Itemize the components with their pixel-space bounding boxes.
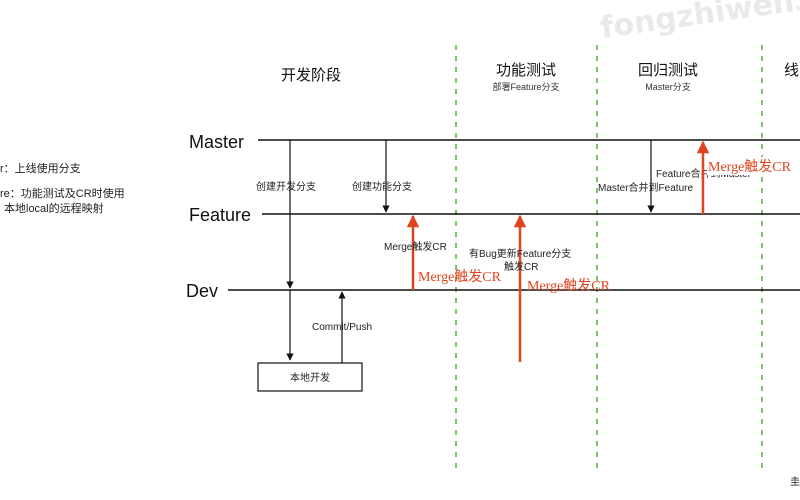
- local-dev-label: 本地开发: [290, 371, 330, 384]
- branch-label-dev: Dev: [186, 281, 218, 301]
- lane-subtitle-regression-test: Master分支: [645, 81, 691, 92]
- lane-title-dev: 开发阶段: [281, 67, 341, 84]
- legend-dev: 本地local的远程映射: [4, 201, 104, 215]
- label-master-merge-feature: Master合并到Feature: [598, 181, 693, 194]
- lane-title-online: 线: [784, 62, 799, 79]
- branch-label-feature: Feature: [189, 205, 251, 225]
- merge-cr-red-3-bg: [707, 157, 800, 175]
- lane-subtitle-function-test: 部署Feature分支: [492, 81, 559, 92]
- label-merge-cr-red-1: Merge触发CR: [418, 269, 502, 285]
- label-bug-update-1: 有Bug更新Feature分支: [469, 247, 571, 260]
- label-create-dev: 创建开发分支: [256, 180, 316, 193]
- label-merge-cr-small: Merge触发CR: [384, 240, 447, 253]
- legend-feature: re：功能测试及CR时使用: [0, 186, 125, 200]
- branch-label-master: Master: [189, 132, 244, 152]
- label-create-feature: 创建功能分支: [352, 180, 412, 193]
- footer-char: 圭: [790, 475, 800, 488]
- legend-master: r：上线使用分支: [0, 161, 81, 175]
- lane-title-function-test: 功能测试: [496, 62, 556, 79]
- watermark-text: fongzhiwen3: [598, 0, 800, 46]
- local-dev-box: [257, 362, 363, 392]
- label-merge-cr-red-2: Merge触发CR: [527, 278, 611, 294]
- lane-title-regression-test: 回归测试: [638, 62, 698, 79]
- label-bug-update-2: 触发CR: [504, 260, 538, 273]
- label-commit-push: Commit/Push: [312, 322, 372, 333]
- label-merge-cr-red-3: Merge触发CR: [708, 159, 792, 175]
